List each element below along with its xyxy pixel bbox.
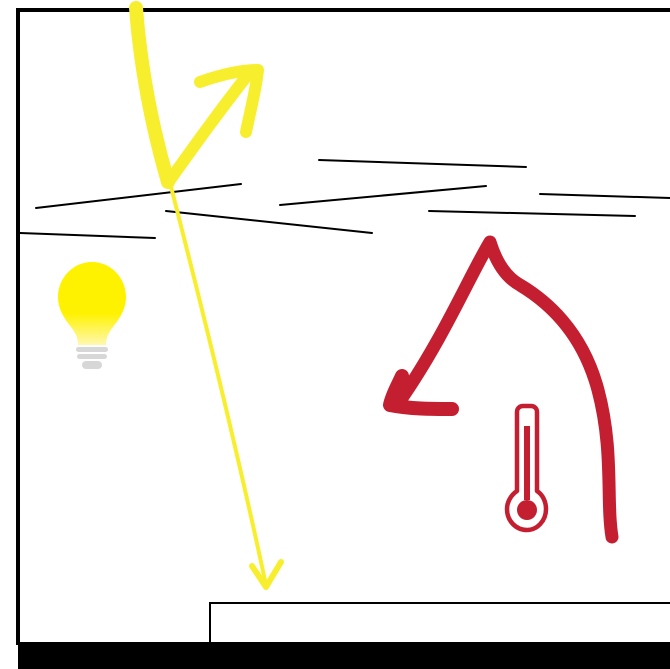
- bulb-base-ring: [76, 347, 108, 352]
- bulb-base-ring: [77, 354, 107, 359]
- ground-floor: [18, 642, 670, 669]
- bulb-base-tip: [82, 361, 102, 369]
- thermometer-bulb: [517, 500, 537, 520]
- thermometer-mercury: [524, 426, 530, 500]
